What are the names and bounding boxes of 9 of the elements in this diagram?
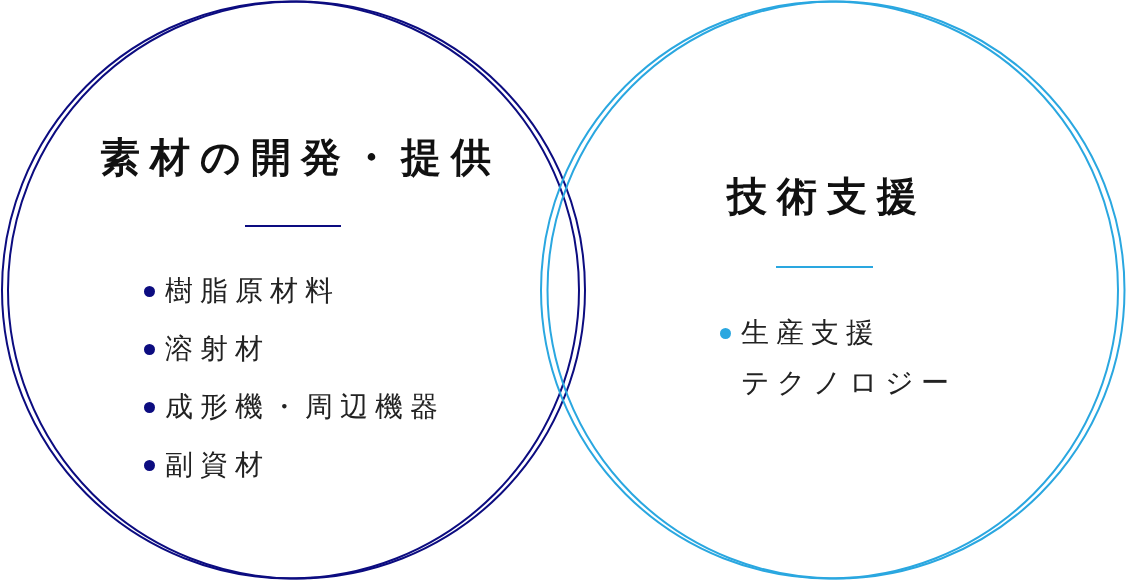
list-item-text: 溶射材	[165, 331, 270, 367]
circle-heading: 素材の開発・提供	[100, 137, 501, 177]
circle-heading: 技術支援	[727, 176, 927, 216]
venn-circle	[538, 0, 1126, 580]
list-item-text: 生産支援テクノロジー	[741, 315, 956, 401]
list-item-text: 成形機・周辺機器	[165, 389, 445, 425]
list-item-text: 樹脂原材料	[165, 273, 340, 309]
list-item-text: 副資材	[165, 447, 270, 483]
venn-circle	[0, 0, 588, 580]
